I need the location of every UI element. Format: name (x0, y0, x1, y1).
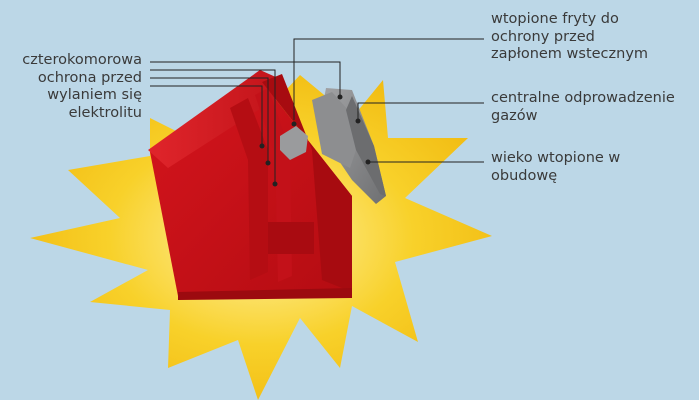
frit-insert (280, 126, 308, 160)
leader-degassing (357, 102, 484, 121)
leader-four-chamber-3 (150, 77, 269, 163)
dot-four-chamber-4 (259, 143, 265, 149)
dot-four-chamber-2 (272, 181, 278, 187)
housing-base-shadow (178, 288, 352, 300)
lid-face (312, 92, 356, 168)
label-fused-lid: wieko wtopione w obudowę (491, 150, 621, 184)
leader-four-chamber-4 (150, 85, 263, 146)
battery-housing-top (148, 70, 280, 168)
dot-frits (291, 121, 297, 127)
compartment-block (268, 222, 314, 254)
dot-degassing (355, 118, 361, 124)
leader-dots (259, 94, 371, 187)
leader-four-chamber-1 (150, 61, 341, 97)
label-central-degassing: centralne odprowadzenie gazów (491, 90, 675, 124)
label-four-chamber-protection: czterokomorowa ochrona przed wylaniem si… (22, 52, 142, 121)
label-flashback-frits: wtopione fryty do ochrony przed zapłonem… (491, 11, 649, 62)
dot-lid (365, 159, 371, 165)
dot-four-chamber-3 (265, 160, 271, 166)
dot-four-chamber-1 (337, 94, 343, 100)
battery-housing-side (262, 74, 352, 292)
leader-four-chamber-2 (150, 69, 276, 184)
compartment-wall-1 (230, 98, 268, 280)
leader-frits (293, 38, 484, 120)
leader-lines (150, 38, 484, 184)
